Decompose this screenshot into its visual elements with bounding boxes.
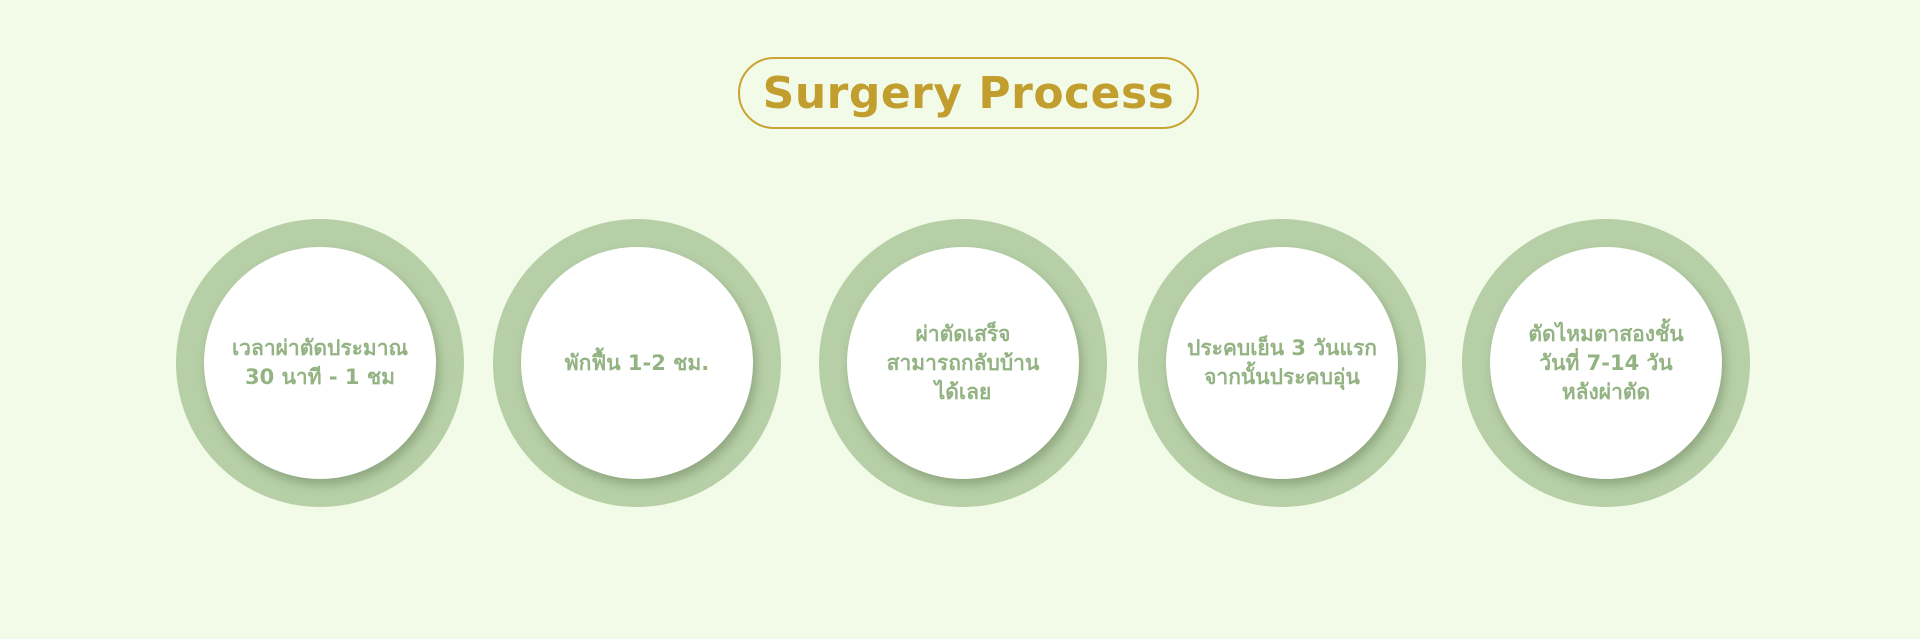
step-circle: ตัดไหมตาสองชั้น วันที่ 7-14 วัน หลังผ่าต…	[1490, 247, 1722, 479]
step-text: ประคบเย็น 3 วันแรก จากนั้นประคบอุ่น	[1186, 336, 1377, 389]
step-circle: ผ่าตัดเสร็จ สามารถกลับบ้าน ได้เลย	[847, 247, 1079, 479]
step-circle: ประคบเย็น 3 วันแรก จากนั้นประคบอุ่น	[1166, 247, 1398, 479]
page-title: Surgery Process	[762, 67, 1175, 119]
process-step-3: ผ่าตัดเสร็จ สามารถกลับบ้าน ได้เลย	[819, 219, 1107, 507]
step-circle: เวลาผ่าตัดประมาณ 30 นาที - 1 ชม	[204, 247, 436, 479]
step-circle: พักฟื้น 1-2 ชม.	[521, 247, 753, 479]
process-step-1: เวลาผ่าตัดประมาณ 30 นาที - 1 ชม	[176, 219, 464, 507]
process-step-4: ประคบเย็น 3 วันแรก จากนั้นประคบอุ่น	[1138, 219, 1426, 507]
step-text: เวลาผ่าตัดประมาณ 30 นาที - 1 ชม	[231, 336, 408, 389]
title-badge: Surgery Process	[738, 57, 1199, 129]
step-text: พักฟื้น 1-2 ชม.	[564, 350, 710, 375]
step-text: ผ่าตัดเสร็จ สามารถกลับบ้าน ได้เลย	[886, 321, 1040, 404]
step-text: ตัดไหมตาสองชั้น วันที่ 7-14 วัน หลังผ่าต…	[1528, 321, 1684, 404]
process-step-2: พักฟื้น 1-2 ชม.	[493, 219, 781, 507]
process-step-5: ตัดไหมตาสองชั้น วันที่ 7-14 วัน หลังผ่าต…	[1462, 219, 1750, 507]
